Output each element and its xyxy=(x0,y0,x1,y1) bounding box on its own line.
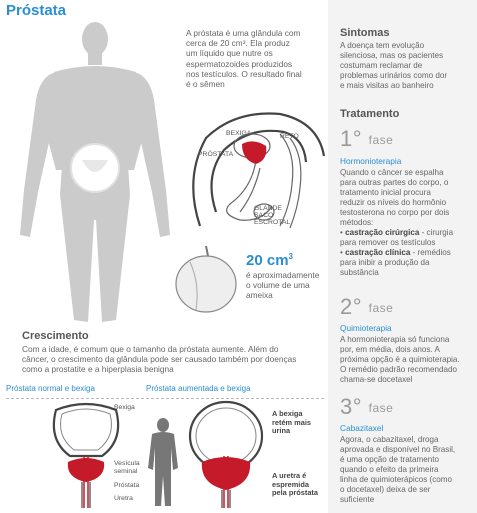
phase3-line: Agora, o cabazitaxel, droga xyxy=(340,435,439,444)
phase2-line: A hormonioterapia só funciona xyxy=(340,335,450,344)
note-line: pela próstata xyxy=(272,488,319,498)
phase3-line: o docetaxel) deixa de ser xyxy=(340,485,431,494)
intro-line: A próstata é uma glândula com xyxy=(186,28,301,38)
label-reto: RETO xyxy=(280,133,299,140)
phase2-text: A hormonioterapia só funciona por, em mé… xyxy=(340,335,460,385)
symptoms-line: e mais visitas ao banheiro xyxy=(340,81,434,90)
label-bexiga: BEXIGA xyxy=(226,130,252,137)
volume-line: é aproximadamente xyxy=(246,270,320,280)
phase3-line: linha de quimioterápicos (como xyxy=(340,475,453,484)
phase3-name: Cabazitaxel xyxy=(340,423,384,433)
volume-line: ameixa xyxy=(246,290,273,301)
symptoms-line: problemas urinários como dor xyxy=(340,71,448,80)
note-line: espremida xyxy=(272,479,309,489)
phase2-line: próxima opção é a quimioterapia. xyxy=(340,355,460,364)
intro-line: nos testículos. O resultado final xyxy=(186,68,302,79)
phase1-line: substância xyxy=(340,268,379,277)
phase1-line: métodos: xyxy=(340,218,374,227)
phase1-text: Quando o câncer se espalha para outras p… xyxy=(340,168,453,278)
plum-illustration xyxy=(175,245,237,313)
growth-line: câncer, o crescimento da glândula pode s… xyxy=(22,354,297,365)
phase3-title: 3° fase xyxy=(340,394,394,419)
anatomy-diagram xyxy=(192,112,326,229)
label-bexiga-normal: Bexiga xyxy=(114,404,135,411)
enlarged-bladder-diagram xyxy=(188,400,264,508)
symptoms-line: costumam reclamar de xyxy=(340,61,423,70)
note-line: retém mais xyxy=(272,417,312,427)
growth-heading: Crescimento xyxy=(22,330,89,342)
symptoms-heading: Sintomas xyxy=(340,27,390,39)
label-vesicula-line: Vesícula xyxy=(114,460,140,467)
symptoms-line: silenciosa, mas os pacientes xyxy=(340,51,444,60)
sidebar: Sintomas A doença tem evolução silencios… xyxy=(328,0,477,513)
normal-title: Próstata normal e bexiga xyxy=(6,384,95,393)
normal-bladder-diagram xyxy=(52,402,120,508)
intro-line: espermatozoides produzidos xyxy=(186,58,293,69)
label-escrotal: ESCROTAL xyxy=(254,219,291,226)
label-glande: GLANDE xyxy=(254,205,282,212)
label-saco: SACO xyxy=(254,212,274,219)
phase2-line: chama-se docetaxel xyxy=(340,375,413,384)
symptoms-text: A doença tem evolução silenciosa, mas os… xyxy=(340,41,447,91)
man-silhouette-small xyxy=(148,418,178,506)
phase1-line: reduzir os níveis do hormônio xyxy=(340,198,447,207)
phase1-line: para outras partes do corpo, o xyxy=(340,178,449,187)
phase3-line: é uma opção de tratamento xyxy=(340,455,439,464)
volume-line: o volume de uma xyxy=(246,280,310,291)
phase3-text: Agora, o cabazitaxel, droga aprovada e d… xyxy=(340,435,455,505)
volume-value: 20 cm3 xyxy=(246,252,293,269)
intro-line: um líquido que nutre os xyxy=(186,48,273,59)
phase1-line: Quando o câncer se espalha xyxy=(340,168,444,177)
phase3-line: aprovada e disponível no Brasil, xyxy=(340,445,456,454)
phase3-line: quando o efeito da primeira xyxy=(340,465,439,474)
phase1-line: testosterona no corpo por dois xyxy=(340,208,450,217)
intro-text: A próstata é uma glândula com cerca de 2… xyxy=(186,28,302,89)
treatment-heading: Tratamento xyxy=(340,108,400,120)
divider xyxy=(6,398,324,399)
phase1-title: 1° fase xyxy=(340,126,394,151)
phase1-line: tratamento inicial procura xyxy=(340,188,431,197)
growth-text: Com a idade, é comum que o tamanho da pr… xyxy=(22,344,296,375)
note-line: A uretra é xyxy=(272,471,307,480)
note-line: urina xyxy=(272,426,291,436)
label-vesicula: Vesícula seminal xyxy=(114,460,140,475)
label-vesicula-line: seminal xyxy=(114,467,138,475)
label-prostata-anatomy: PRÓSTATA xyxy=(198,151,234,158)
volume-text: é aproximadamente o volume de uma ameixa xyxy=(246,270,319,301)
intro-line: é o sêmen xyxy=(186,79,225,90)
growth-line: como a prostatite e a hiperplasia benign… xyxy=(22,364,174,375)
phase1-line: para remover os testículos xyxy=(340,238,436,247)
note-line: A bexiga xyxy=(272,409,303,418)
growth-line: Com a idade, é comum que o tamanho da pr… xyxy=(22,344,279,354)
phase1-bullet-2: • castração clínica - remédios xyxy=(340,248,451,257)
phase1-bullet-1: • castração cirúrgica - cirurgia xyxy=(340,228,454,237)
human-silhouette xyxy=(20,22,170,322)
phase2-line: O remédio padrão recomendado xyxy=(340,365,457,374)
label-uretra: Uretra xyxy=(114,495,133,502)
intro-line: cerca de 20 cm³. Ela produz xyxy=(186,38,290,49)
symptoms-line: A doença tem evolução xyxy=(340,41,425,50)
phase1-name: Hormonioterapia xyxy=(340,156,402,166)
page-title: Próstata xyxy=(6,2,67,19)
note-urethra: A uretra é espremida pela próstata xyxy=(272,471,319,498)
label-prostata-normal: Próstata xyxy=(114,482,140,489)
phase2-line: por, em média, dois anos. A xyxy=(340,345,440,354)
enlarged-title: Próstata aumentada e bexiga xyxy=(146,384,251,393)
note-bladder: A bexiga retém mais urina xyxy=(272,409,312,436)
phase2-name: Quimioterapia xyxy=(340,323,392,333)
phase3-line: suficiente xyxy=(340,495,375,504)
phase1-line: para inibir a produção da xyxy=(340,258,430,267)
phase2-title: 2° fase xyxy=(340,294,394,319)
